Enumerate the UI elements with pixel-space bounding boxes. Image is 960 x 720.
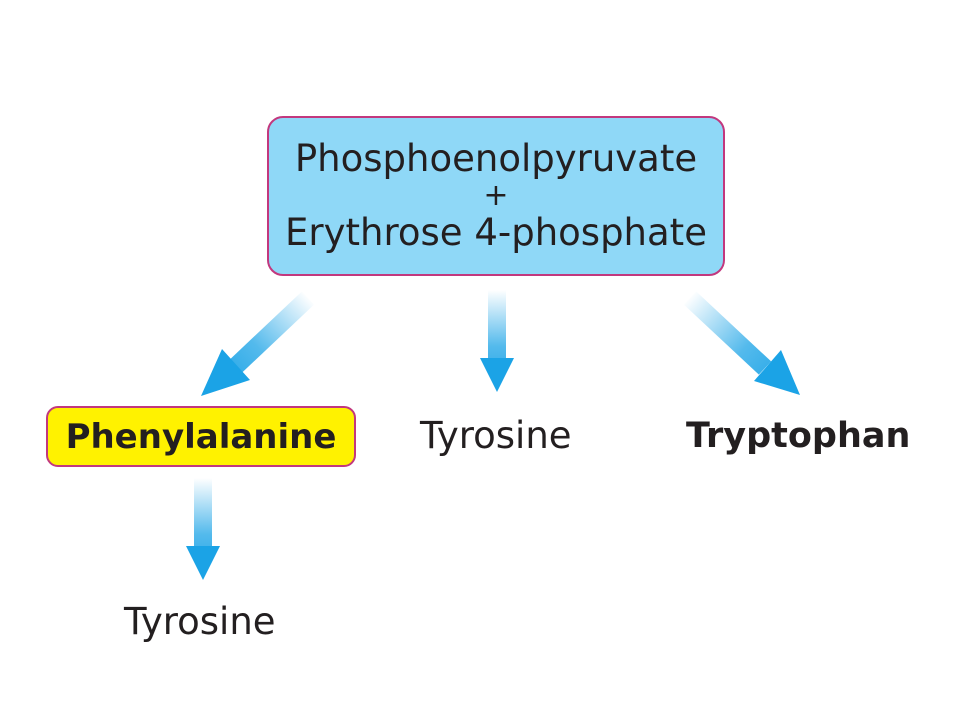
phenylalanine-box: Phenylalanine: [46, 406, 356, 467]
arrow-to-phenylalanine: [201, 291, 315, 396]
product-tryptophan: Tryptophan: [686, 416, 911, 456]
precursor-box: Phosphoenolpyruvate + Erythrose 4-phosph…: [267, 116, 725, 276]
product-phenylalanine: Phenylalanine: [65, 416, 337, 457]
precursor-phosphoenolpyruvate: Phosphoenolpyruvate: [294, 137, 698, 180]
arrow-to-tryptophan: [683, 291, 800, 395]
product-tyrosine-from-phenylalanine: Tyrosine: [124, 600, 276, 643]
plus-sign: +: [483, 178, 509, 213]
product-tyrosine: Tyrosine: [420, 414, 572, 457]
precursor-erythrose-4-phosphate: Erythrose 4-phosphate: [285, 211, 707, 254]
arrow-phe-to-tyrosine: [186, 478, 220, 580]
arrow-to-tyrosine: [480, 290, 514, 392]
